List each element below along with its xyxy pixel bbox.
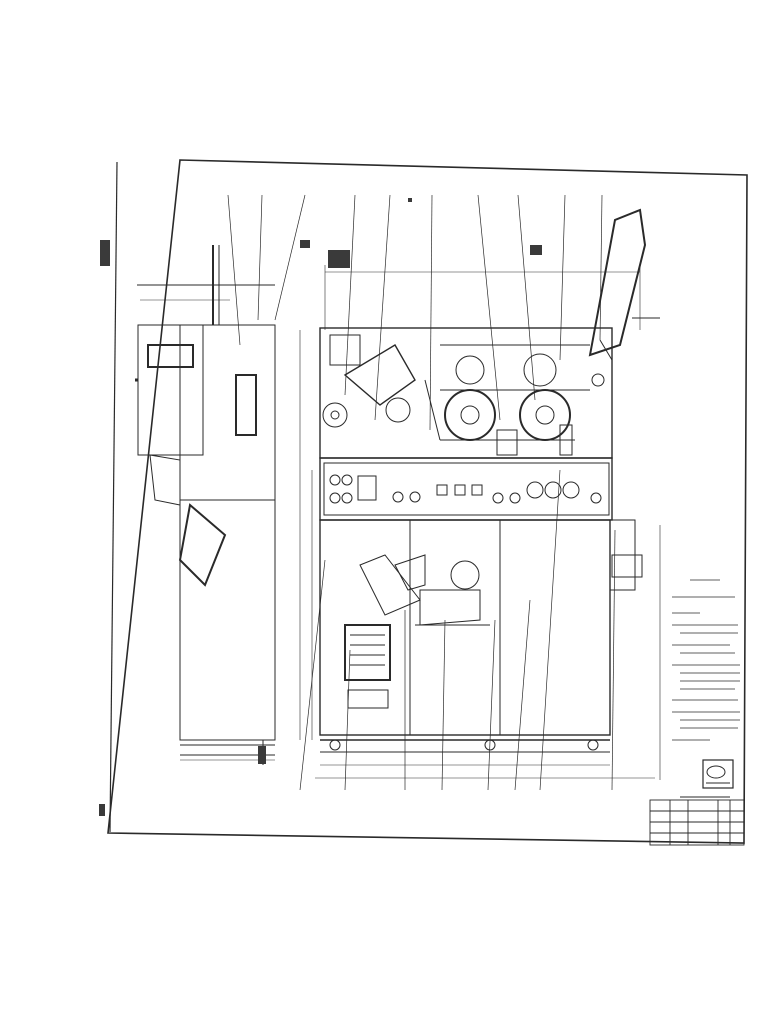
notes-block [672,579,740,741]
lower-cabinet [320,519,643,753]
dimension-lines [140,265,661,780]
scan-speckles [99,198,542,816]
control-panel [323,462,610,516]
front-view [319,208,660,736]
inspection-stamp [702,759,734,789]
side-view [135,245,276,765]
leader-lines [227,194,616,791]
title-block [649,796,745,846]
